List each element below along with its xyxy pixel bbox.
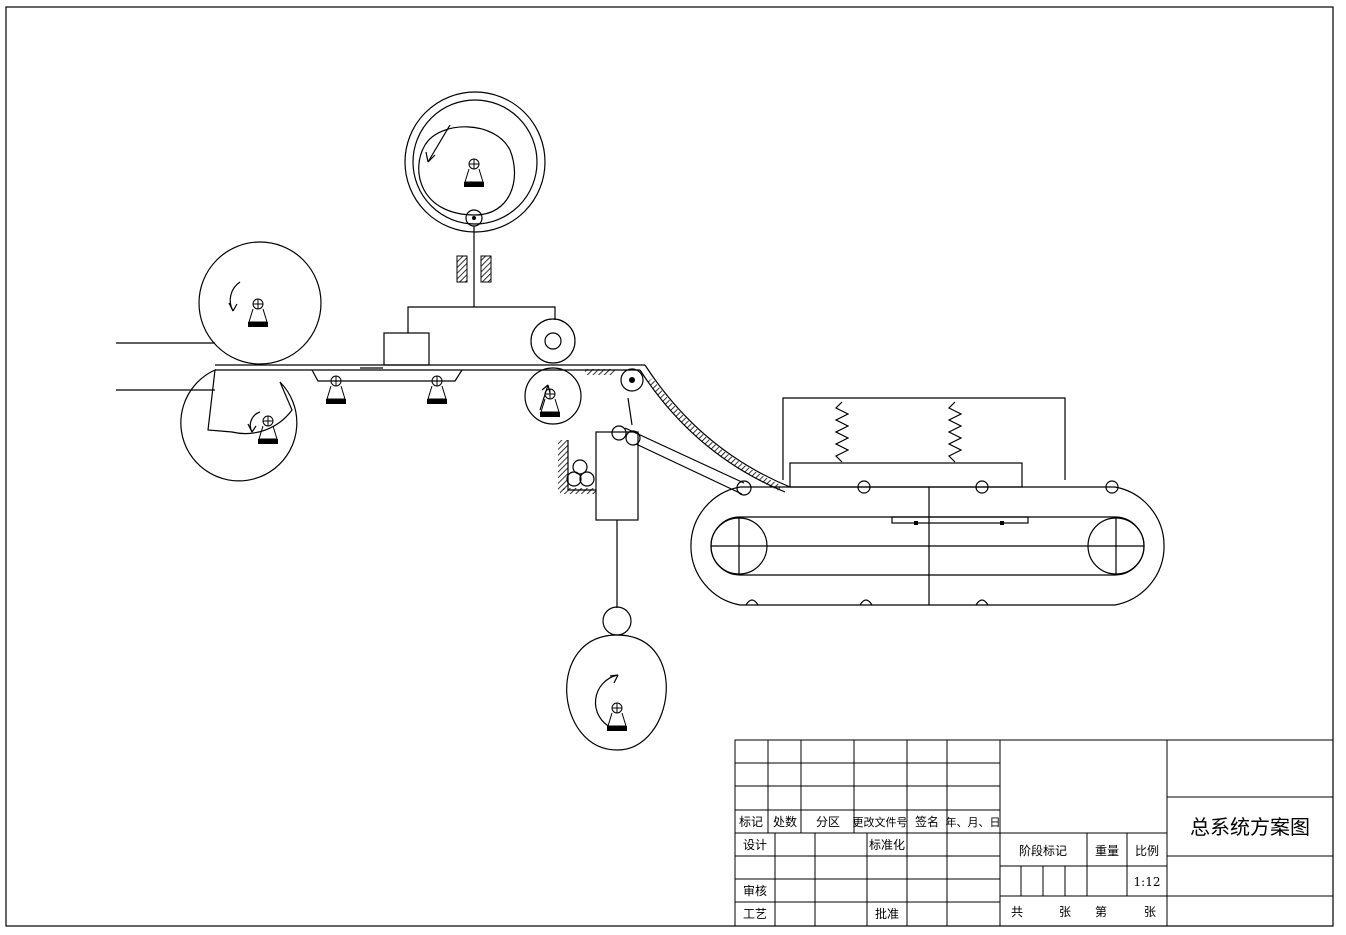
tb-total-label: 共 (1011, 905, 1023, 919)
left-lower-roll (116, 369, 298, 482)
bottom-cam (566, 634, 667, 751)
drawing-title: 总系统方案图 (1190, 815, 1310, 839)
conveyor-belt (690, 480, 1165, 606)
tb-process-label: 工艺 (743, 907, 767, 921)
tb-weight-label: 重量 (1095, 844, 1119, 858)
left-upper-roll (116, 241, 322, 365)
tb-zone-label: 分区 (816, 815, 840, 829)
feed-pressure-roll (524, 367, 644, 425)
top-feed-reel (404, 91, 546, 307)
tb-scale-label: 比例 (1135, 844, 1159, 858)
tb-date-label: 年、月、日 (946, 815, 1001, 829)
cutter-mechanism (558, 397, 752, 636)
tb-mark-label: 标记 (739, 815, 763, 829)
drawing-border (5, 6, 1334, 927)
tb-design-label: 设计 (743, 838, 767, 852)
tb-approve-label: 批准 (875, 906, 899, 921)
tb-review-label: 审核 (743, 883, 767, 898)
tb-number-label: 第 (1095, 905, 1107, 919)
tb-scale-value: 1:12 (1134, 875, 1161, 889)
tb-sheet2-label: 张 (1144, 905, 1156, 919)
tb-stage-mark-label: 阶段标记 (1019, 843, 1067, 858)
stacker-press (782, 397, 1066, 488)
title-block: 标记 处数 分区 更改文件号 签名 年、月、日 设计 标准化 审核 工艺 批准 … (734, 739, 1334, 927)
transport-table (215, 364, 791, 493)
tb-change-doc-label: 更改文件号 (853, 815, 908, 829)
carriage-frame (383, 306, 576, 366)
tb-sheet-label: 张 (1059, 905, 1071, 919)
tb-signature-label: 签名 (915, 814, 939, 829)
tb-count-label: 处数 (773, 814, 797, 829)
tb-standardize-label: 标准化 (869, 838, 905, 852)
